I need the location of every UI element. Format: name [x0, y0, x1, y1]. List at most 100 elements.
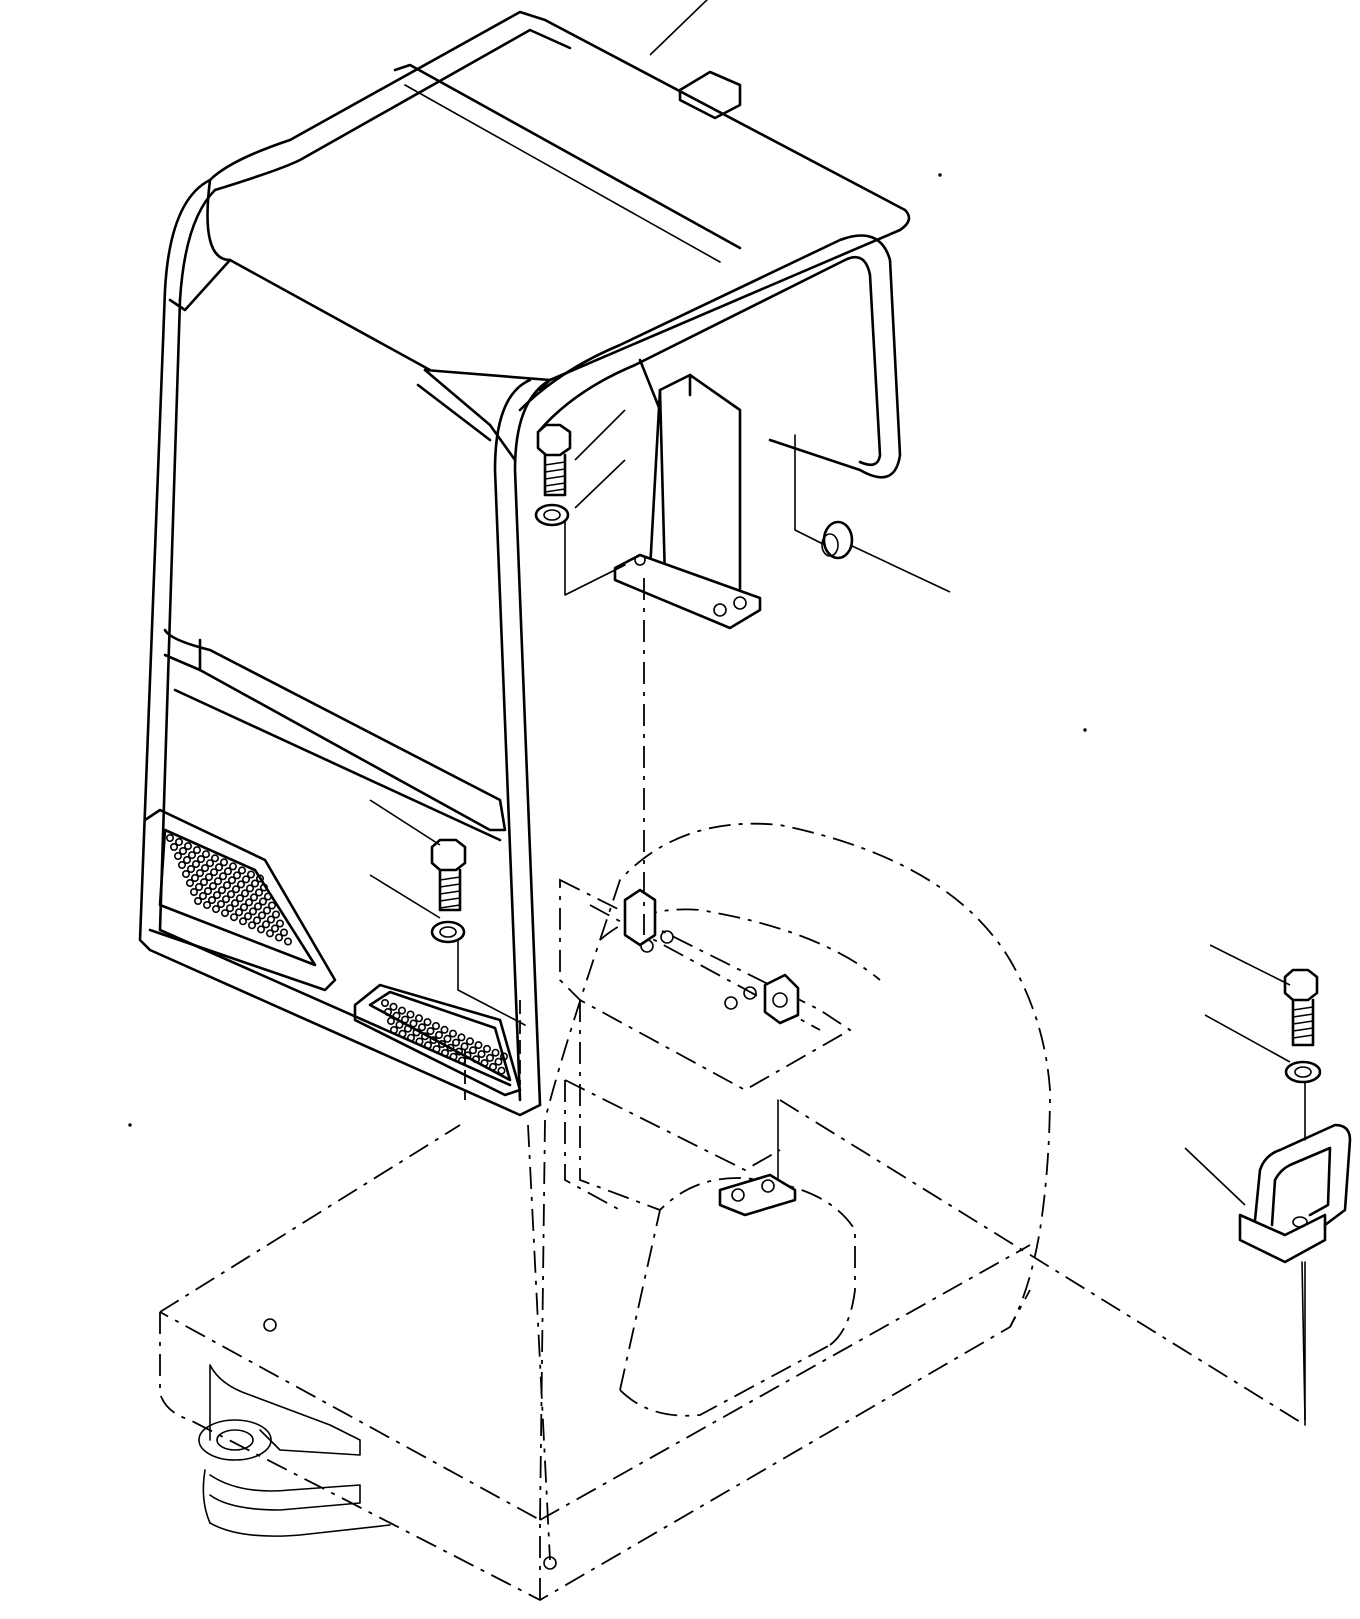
perforation-hole [228, 876, 237, 885]
perforation-hole [232, 885, 241, 894]
perforation-hole [397, 1006, 406, 1015]
perforation-hole [250, 893, 259, 902]
perforation-hole [255, 888, 264, 897]
perforation-hole [247, 870, 256, 879]
perforation-hole [236, 894, 245, 903]
perforation-hole [380, 998, 389, 1007]
perforation-hole [266, 915, 275, 924]
canopy [138, 10, 911, 1117]
perforation-hole [218, 886, 227, 895]
bolt-right [1283, 968, 1319, 1047]
alignment-lines [457, 434, 1306, 1561]
perforation-hole [174, 851, 183, 860]
perforation-hole [230, 913, 239, 922]
perforation-hole [395, 1020, 404, 1029]
upper-structure [159, 822, 1051, 1602]
perforation-hole [253, 916, 262, 925]
perforation-hole [279, 928, 288, 937]
perforation-hole [414, 1014, 423, 1023]
perforation-hole [202, 850, 211, 859]
perforation-hole [383, 1007, 392, 1016]
perforation-hole [429, 1036, 438, 1045]
perforation-hole [480, 1059, 489, 1068]
perforation-hole [271, 910, 280, 919]
perforation-hole [431, 1021, 440, 1030]
perforation-hole [499, 1052, 508, 1061]
washer-lower-left [430, 920, 466, 944]
perforation-hole [201, 864, 210, 873]
perforation-hole [229, 862, 238, 871]
perforation-hole [240, 903, 249, 912]
perforation-hole [255, 874, 264, 883]
perforation-hole [184, 842, 193, 851]
perforation-hole [386, 1016, 395, 1025]
perforation-hole [196, 869, 205, 878]
perforation-hole [426, 1027, 435, 1036]
perforation-hole [203, 900, 212, 909]
perforation-hole [420, 1032, 429, 1041]
perforation-hole [235, 908, 244, 917]
perforation-hole [213, 891, 222, 900]
perforation-hole [258, 897, 267, 906]
perforation-hole [206, 859, 215, 868]
perforation-hole [186, 878, 195, 887]
perforation-hole [192, 860, 201, 869]
perforation-hole [248, 921, 257, 930]
perforation-hole [275, 919, 284, 928]
perforation-hole [231, 899, 240, 908]
perforation-hole [457, 1033, 466, 1042]
perforation-hole [221, 909, 230, 918]
perforation-hole [204, 887, 213, 896]
perforation-hole [485, 1053, 494, 1062]
perforation-hole [440, 1049, 449, 1058]
washer-right [1284, 1060, 1322, 1084]
perforation-hole [182, 869, 191, 878]
perforation-hole [406, 1010, 415, 1019]
perforation-hole [246, 884, 255, 893]
perforation-hole [195, 882, 204, 891]
perforation-hole [241, 889, 250, 898]
perforation-hole [249, 907, 258, 916]
perforation-hole [488, 1062, 497, 1071]
perforation-hole [270, 924, 279, 933]
bolt-lower-left [430, 838, 467, 912]
perforation-hole [222, 895, 231, 904]
perforation-hole [443, 1034, 452, 1043]
perforation-hole [434, 1031, 443, 1040]
perforation-hole [262, 906, 271, 915]
perforation-hole [178, 860, 187, 869]
perforation-hole [214, 877, 223, 886]
perforation-hole [183, 855, 192, 864]
perforation-hole [491, 1048, 500, 1057]
perforation-hole [233, 871, 242, 880]
perforation-hole [406, 1033, 415, 1042]
perforation-hole [409, 1019, 418, 1028]
perforation-hole [389, 1002, 398, 1011]
leader-lines [369, 0, 1291, 1206]
perforation-hole [460, 1042, 469, 1051]
perforation-hole [398, 1029, 407, 1038]
perforation-hole [237, 880, 246, 889]
washer-upper-left [534, 503, 570, 527]
perforation-hole [251, 879, 260, 888]
perforation-hole [451, 1038, 460, 1047]
perforation-hole [179, 846, 188, 855]
perforation-hole [432, 1045, 441, 1054]
perforation-hole [197, 855, 206, 864]
perforation-hole [224, 867, 233, 876]
perforation-hole [257, 911, 266, 920]
perforation-hole [494, 1057, 503, 1066]
perforation-hole [208, 896, 217, 905]
perforation-hole [210, 868, 219, 877]
perforation-hole [200, 878, 209, 887]
perforation-pattern [166, 833, 292, 946]
perforation-hole [166, 833, 175, 842]
perforation-hole [244, 912, 253, 921]
perforation-hole [446, 1043, 455, 1052]
perforation-hole [191, 873, 200, 882]
perforation-hole [175, 837, 184, 846]
perforation-hole [448, 1029, 457, 1038]
perforation-hole [238, 866, 247, 875]
perforation-hole [239, 917, 248, 926]
